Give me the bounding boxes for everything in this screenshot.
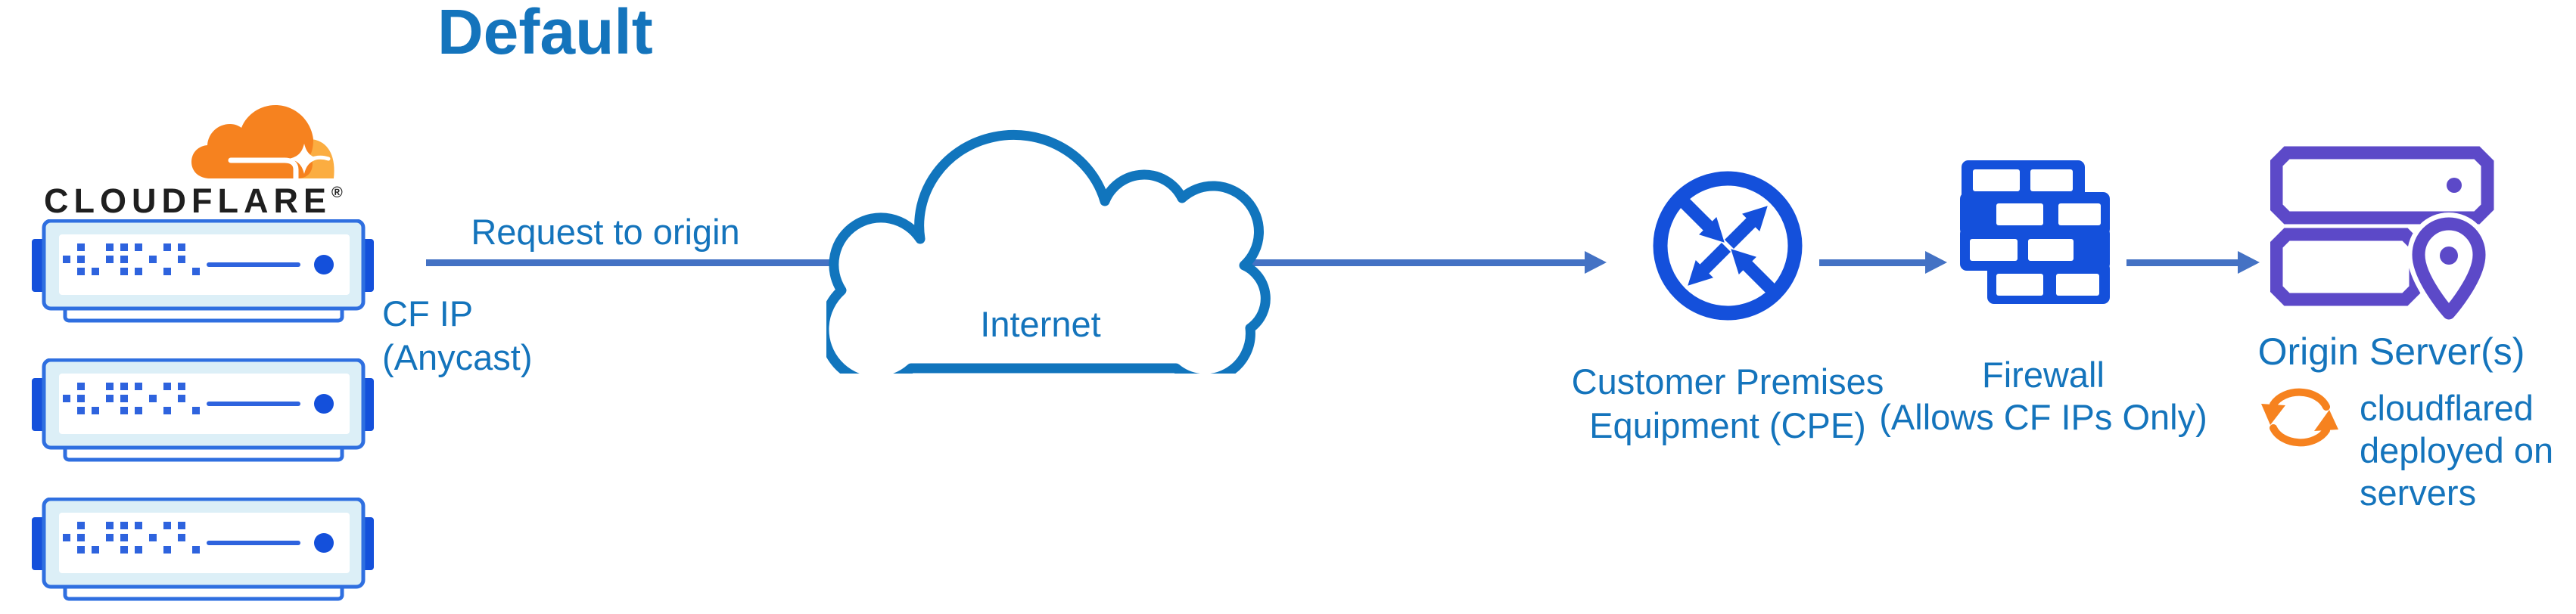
firewall-to-origin-line — [2126, 259, 2238, 266]
edge-server-icon — [32, 358, 374, 462]
cpe-label: Customer Premises Equipment (CPE) — [1557, 360, 1898, 448]
origin-servers-label: Origin Server(s) — [2240, 330, 2543, 374]
cloudflare-wordmark: CLOUDFLARE® — [44, 181, 343, 221]
arrowhead-icon — [1925, 251, 1947, 274]
location-pin-icon — [2407, 212, 2490, 324]
firewall-label-line1: Firewall — [1982, 355, 2105, 395]
origin-servers-icon — [2270, 146, 2494, 324]
firewall-icon — [1960, 160, 2110, 304]
firewall-label: Firewall (Allows CF IPs Only) — [1873, 354, 2214, 439]
cloudflared-note: cloudflared deployed on servers — [2360, 387, 2553, 514]
cpe-router-icon — [1653, 171, 1803, 321]
arrowhead-icon — [1585, 251, 1607, 274]
cloudflared-sync-icon — [2261, 388, 2338, 447]
cloudflare-server-stack — [30, 219, 375, 614]
cf-ip-label-line2: (Anycast) — [382, 337, 533, 377]
cloudflare-logo-icon — [191, 105, 334, 181]
firewall-label-line2: (Allows CF IPs Only) — [1879, 397, 2207, 437]
cpe-label-line1: Customer Premises — [1571, 361, 1884, 402]
registered-trademark-mark: ® — [331, 185, 343, 201]
arrowhead-icon — [2238, 251, 2260, 274]
origin-servers-label-text: Origin Server(s) — [2257, 330, 2525, 373]
request-to-origin-text: Request to origin — [471, 212, 740, 252]
cpe-label-line2: Equipment (CPE) — [1589, 405, 1866, 445]
internet-label: Internet — [870, 302, 1211, 346]
cloudflared-note-line2: deployed on — [2360, 430, 2554, 470]
cloudflared-note-line1: cloudflared — [2360, 388, 2534, 428]
internet-cloud-icon — [826, 129, 1271, 374]
diagram-title: Default — [437, 0, 653, 67]
internet-label-text: Internet — [980, 304, 1101, 344]
cf-ip-label-line1: CF IP — [382, 293, 474, 333]
edge-server-icon — [32, 498, 374, 601]
origin-server-bar — [2270, 146, 2494, 225]
edge-server-icon — [32, 219, 374, 323]
cloudflare-wordmark-text: CLOUDFLARE — [44, 181, 331, 220]
origin-server-bar — [2270, 228, 2422, 306]
cloudflared-note-line3: servers — [2360, 473, 2477, 513]
request-to-origin-label: Request to origin — [431, 210, 779, 254]
cpe-to-firewall-line — [1819, 259, 1925, 266]
cf-ip-anycast-label: CF IP (Anycast) — [382, 292, 533, 380]
